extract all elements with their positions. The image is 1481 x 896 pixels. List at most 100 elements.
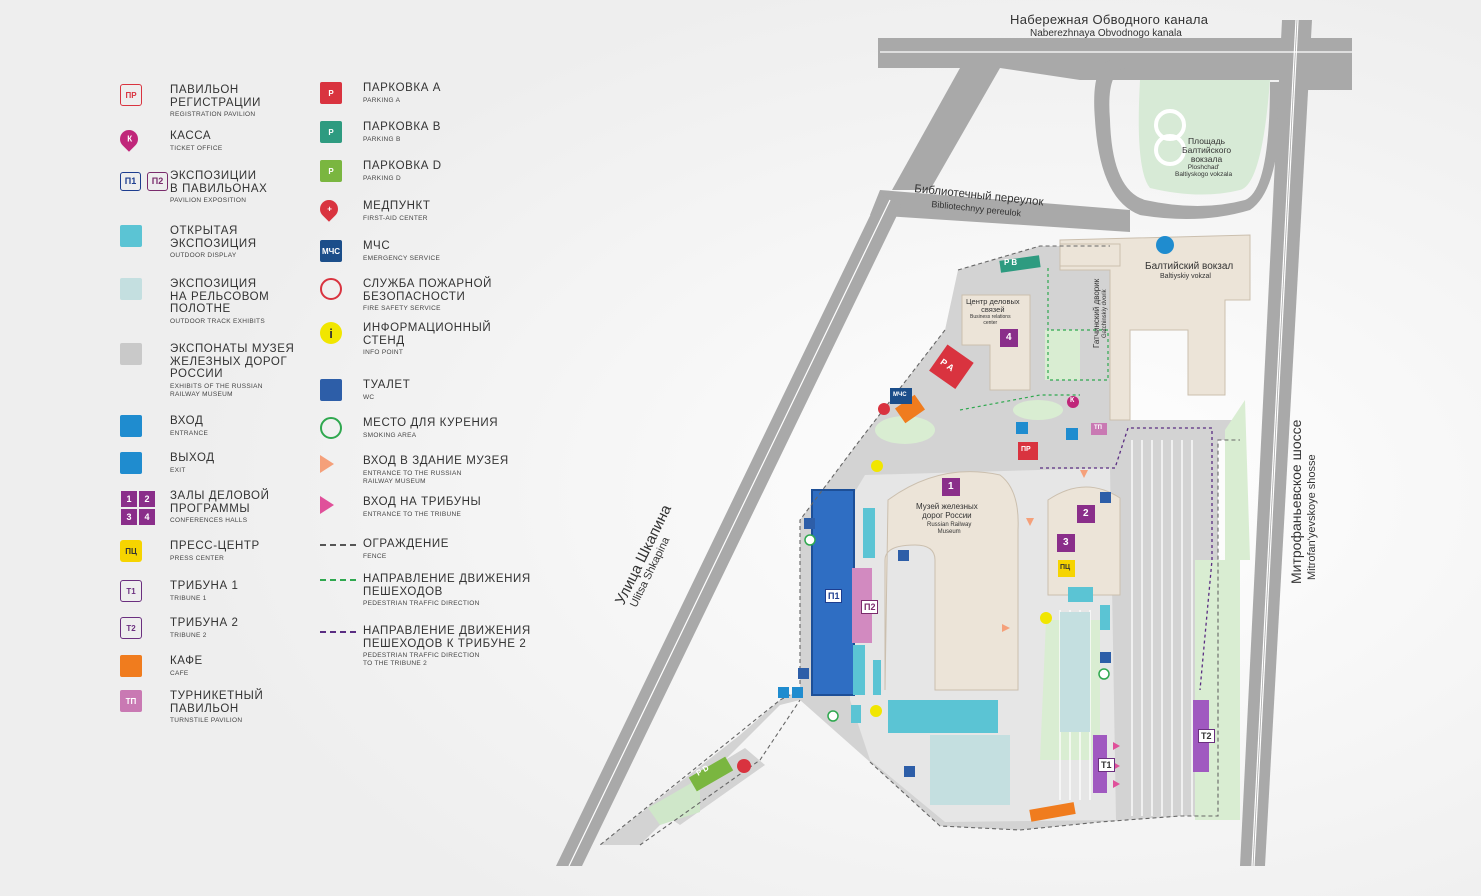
ticket-office-map-icon (1067, 396, 1079, 408)
hall-3-map-icon[interactable] (1057, 534, 1075, 552)
station-building (1059, 234, 1251, 421)
k-code: К (1070, 397, 1075, 404)
cafe-north (895, 394, 925, 424)
legend-text: НАПРАВЛЕНИЕ ДВИЖЕНИЯ ПЕШЕХОДОВ К ТРИБУНЕ… (363, 625, 563, 668)
fire-safety-icon (320, 278, 342, 300)
legend-icon-code: ТП (125, 696, 137, 706)
hall-2-code: 2 (1083, 508, 1089, 519)
entrance-map-icon (1016, 422, 1028, 434)
legend-label-en: EXIT (170, 466, 186, 474)
legend-label-ru: ПРЕСС-ЦЕНТР (170, 540, 260, 552)
business-center-building (961, 294, 1031, 391)
legend-icon-code: Т1 (126, 586, 136, 596)
street-top-label: Набережная Обводного канала (1010, 12, 1209, 27)
parking-b-code: P B (1004, 258, 1018, 267)
entrance-icon (120, 415, 142, 437)
hall-1-legend-icon: 1 (121, 491, 137, 507)
legend-label-en: PARKING D (363, 174, 401, 182)
legend-icon-code: P (328, 127, 334, 137)
legend-icon-code: i (329, 325, 333, 341)
legend-label-ru: ВЫХОД (170, 452, 215, 464)
wc-icon (320, 379, 342, 401)
legend-icon-code: Т2 (126, 623, 136, 633)
legend-label-ru: ОГРАЖДЕНИЕ (363, 538, 450, 550)
courtyard-label-en: Gatchinskiy dvorik (1102, 289, 1108, 338)
pavilion-p1[interactable] (811, 489, 855, 696)
parking-a-sign (929, 344, 974, 390)
press-center-map-icon[interactable] (1058, 560, 1075, 577)
legend-item-exit: ВЫХОД EXIT (120, 452, 214, 474)
legend-item-fence: ОГРАЖДЕНИЕ FENCE (320, 538, 448, 560)
legend-text: ОГРАЖДЕНИЕ FENCE (363, 538, 563, 561)
legend-label-ru: МЕСТО ДЛЯ КУРЕНИЯ (363, 417, 499, 429)
legend-item-press-center: ПЦ ПРЕСС-ЦЕНТР PRESS CENTER (120, 540, 259, 562)
cafe-south (1029, 802, 1076, 822)
emergency-service-icon: МЧС (320, 240, 342, 262)
pedestrian-tribune2-icon (320, 631, 356, 633)
registration-pavilion-icon: ПР (120, 84, 142, 106)
cafe-icon (120, 655, 142, 677)
square-label-en: Ploshchad' Baltiyskogo vokzala (1175, 164, 1233, 178)
hall-2-map-icon[interactable] (1077, 505, 1095, 523)
legend-label-ru: ВХОД В ЗДАНИЕ МУЗЕЯ (363, 455, 509, 467)
pedestrian-routes (959, 268, 1109, 411)
press-center-icon: ПЦ (120, 540, 142, 562)
legend-label-ru: ПАВИЛЬОН РЕГИСТРАЦИИ (170, 84, 261, 109)
tp-code: ТП (1094, 425, 1102, 431)
legend-text: ПРЕСС-ЦЕНТР PRESS CENTER (170, 540, 370, 563)
outdoor-display-icon (120, 225, 142, 247)
legend-label-en: FENCE (363, 552, 387, 560)
pr-map-icon[interactable] (1018, 442, 1038, 460)
courtyard-label: Гатчинский дворик (1092, 278, 1101, 348)
pc-code: ПЦ (1060, 564, 1071, 571)
legend-label-en: WC (363, 393, 375, 401)
legend-label-en: PEDESTRIAN TRAFFIC DIRECTION TO THE TRIB… (363, 652, 480, 667)
hall-3-code: 3 (1063, 537, 1069, 548)
legend-icon-code: ПР (125, 90, 137, 100)
p1-code: П1 (825, 589, 843, 603)
tribune-1-icon: Т1 (120, 580, 142, 602)
legend-label-en: PEDESTRIAN TRAFFIC DIRECTION (363, 600, 480, 607)
hall-1-map-icon[interactable] (942, 478, 960, 496)
info-point-map-icons (870, 460, 1052, 717)
legend-label-ru: МЕДПУНКТ (363, 200, 431, 212)
legend-label-en: PARKING B (363, 135, 401, 143)
station-label: Балтийский вокзал (1145, 261, 1234, 272)
tribune-entrance-arrows (1113, 742, 1120, 788)
hall-4-map-icon[interactable] (1000, 329, 1018, 347)
legend-label-en: ENTRANCE TO THE TRIBUNE (363, 510, 462, 518)
outdoor-display-small (851, 508, 1110, 723)
ticket-office-icon: К (116, 126, 142, 152)
hall-4-code: 4 (1006, 332, 1012, 343)
museum-label: Музей железных дорог России (916, 502, 978, 520)
legend-label-en: TICKET OFFICE (170, 144, 223, 152)
street-right-label-en: Mitrofan'yevskoye shosse (1306, 454, 1318, 580)
legend-label-en: TRIBUNE 2 (170, 631, 207, 639)
tribune-2-icon: Т2 (120, 617, 142, 639)
legend-label-en: PRESS CENTER (170, 554, 225, 562)
